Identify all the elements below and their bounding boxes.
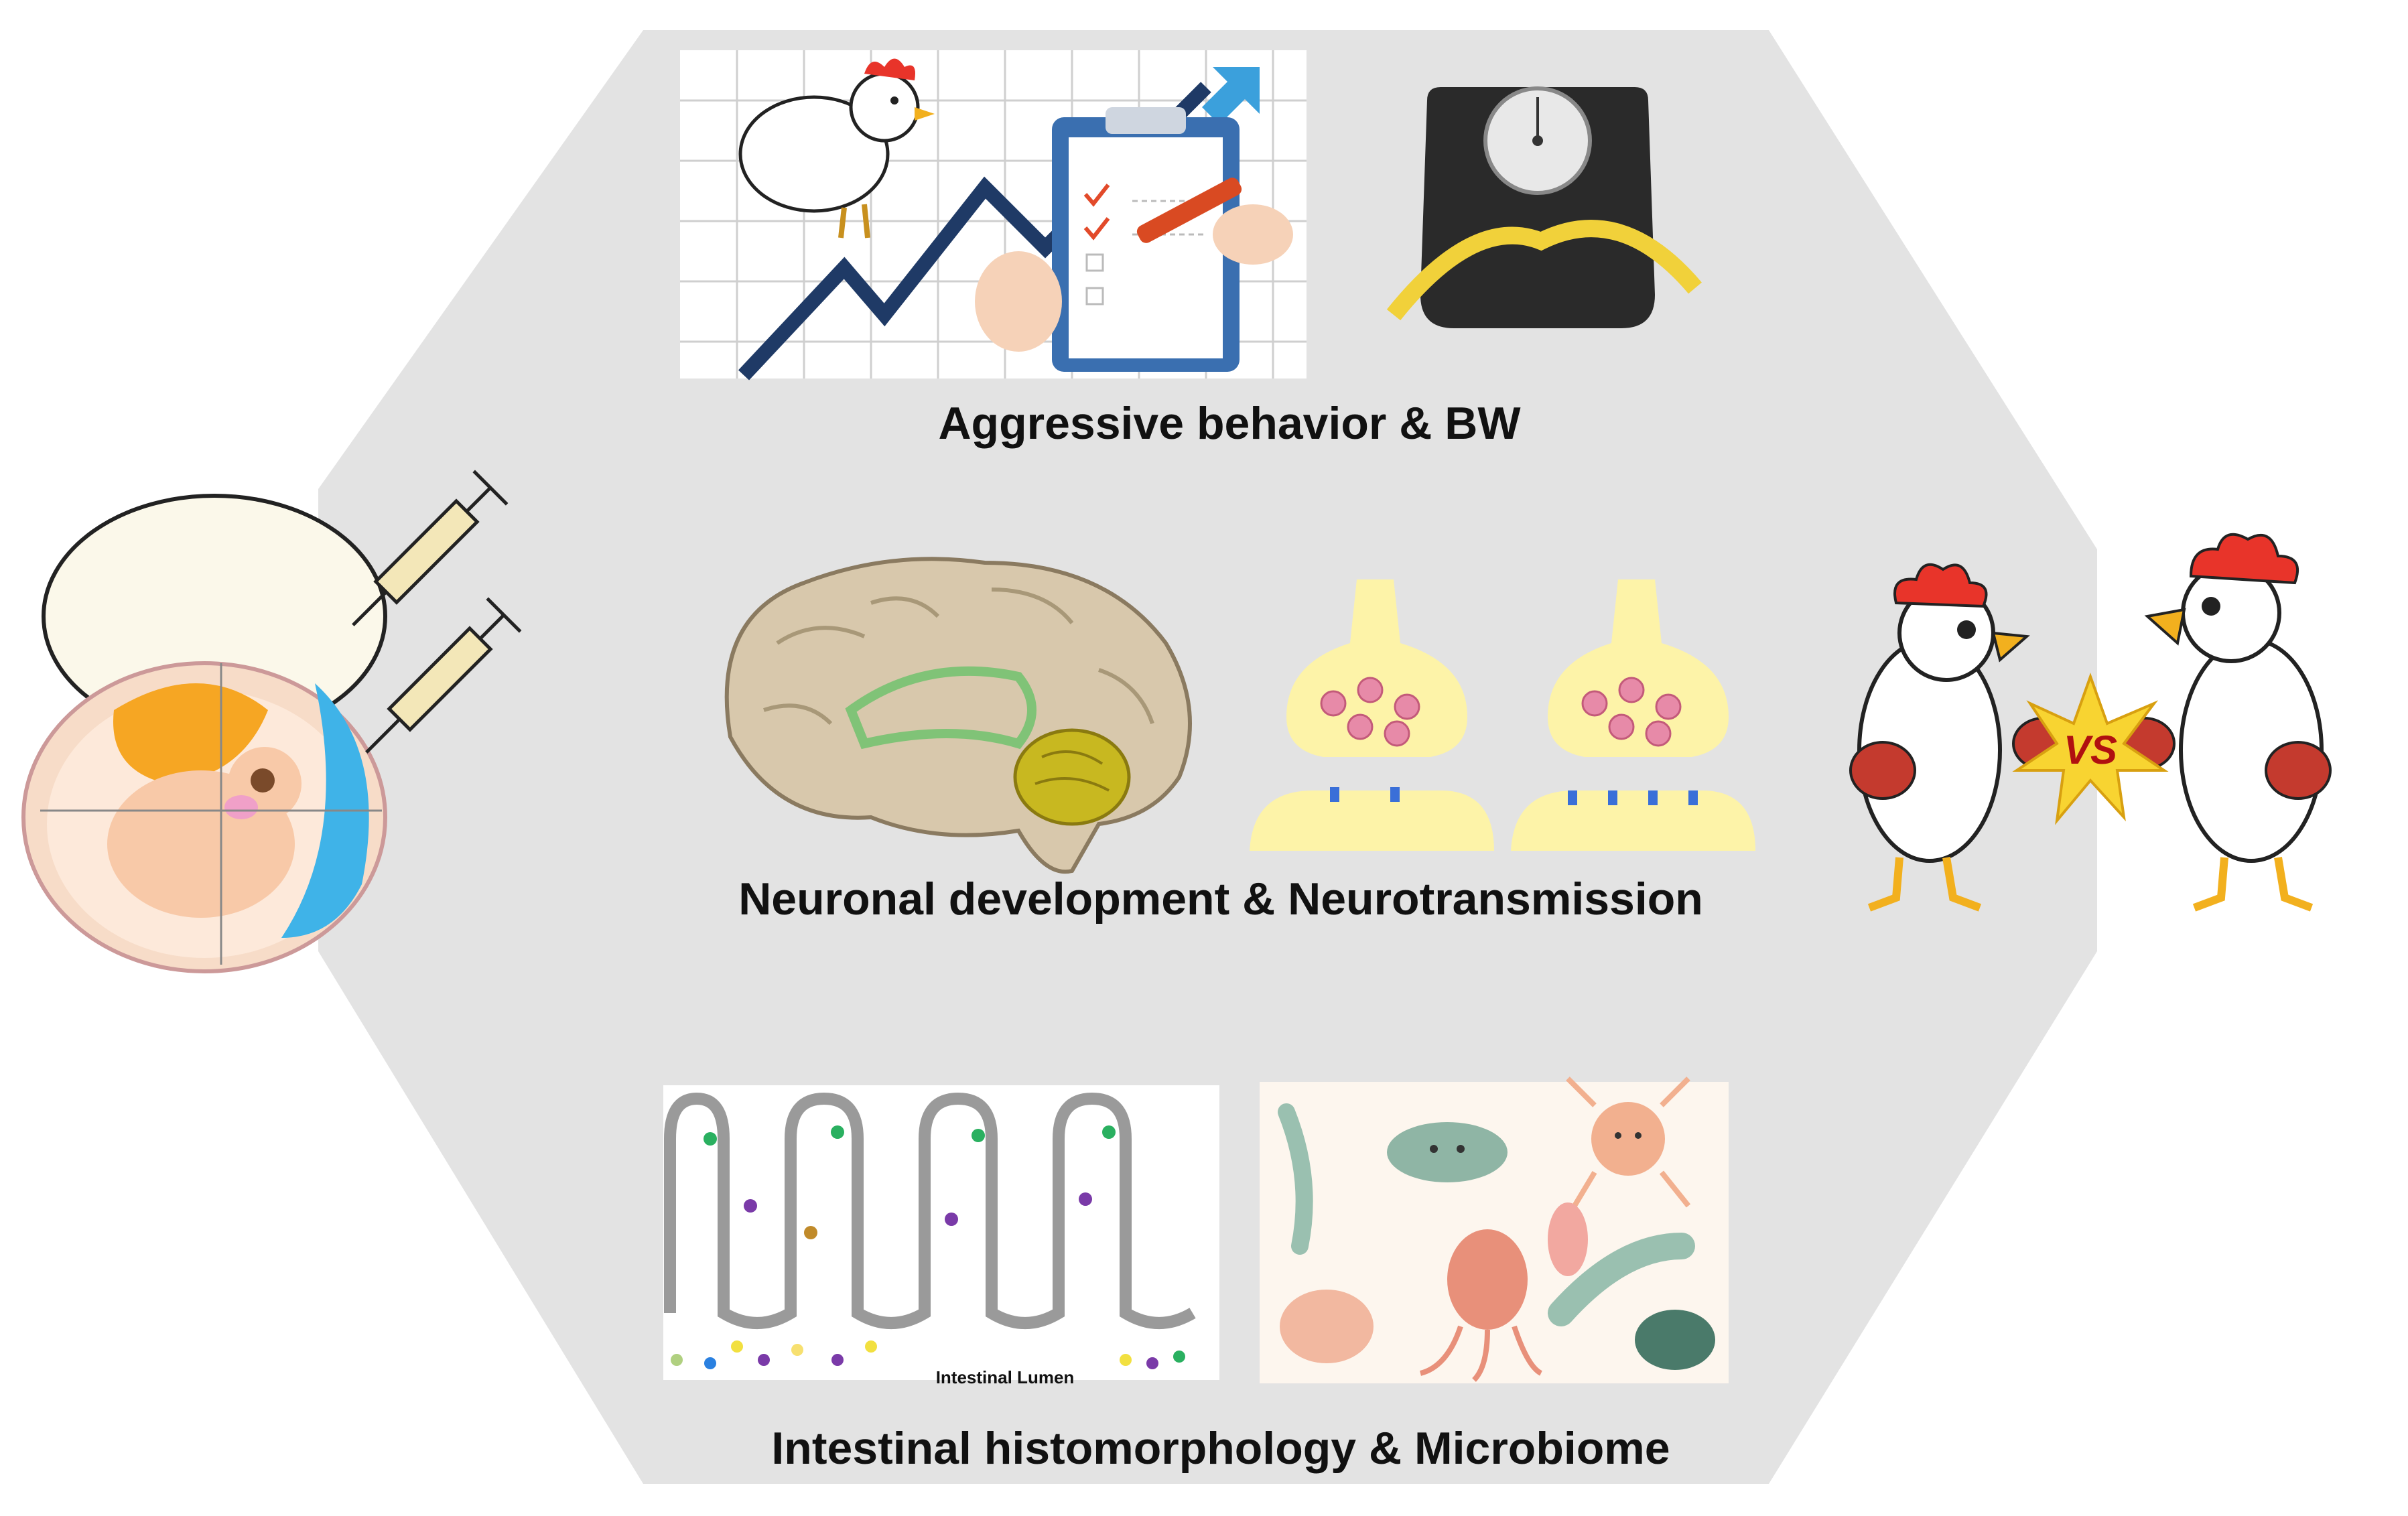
behavior-panel: Aggressive behavior & BW (680, 50, 1702, 449)
vs-label: VS (2064, 728, 2117, 772)
neuro-caption: Neuronal development & Neurotransmission (738, 874, 1703, 924)
clash-burst-icon (2012, 673, 2169, 825)
chicken-icon (738, 58, 935, 238)
neuro-panel: Neuronal development & Neurotransmission (724, 557, 1755, 924)
brain-icon (724, 557, 1192, 874)
behavior-caption: Aggressive behavior & BW (938, 398, 1521, 449)
left-band (318, 30, 643, 1484)
syringe-icon (352, 470, 522, 754)
intestinal-villi-icon (664, 1092, 1196, 1329)
villi-background (663, 1085, 1219, 1380)
gut-panel: Intestinal Lumen Intestinal histomorphol… (663, 1077, 1729, 1474)
villi-dots (671, 1125, 1185, 1369)
egg-embryo-icon (21, 494, 387, 973)
fighting-chickens-icon: VS (1849, 533, 2332, 912)
arrow-up-icon (1202, 67, 1260, 125)
gut-caption: Intestinal histomorphology & Microbiome (771, 1423, 1670, 1474)
right-fighting-chicken (2113, 533, 2332, 912)
clipboard-icon (975, 107, 1293, 372)
weighing-scale-icon (1386, 86, 1702, 328)
synapse-icon (1250, 579, 1494, 851)
lumen-label: Intestinal Lumen (936, 1367, 1075, 1387)
left-fighting-chicken (1849, 563, 2075, 912)
synapse-icon-2 (1511, 579, 1755, 851)
microbes-icon (1260, 1077, 1729, 1383)
